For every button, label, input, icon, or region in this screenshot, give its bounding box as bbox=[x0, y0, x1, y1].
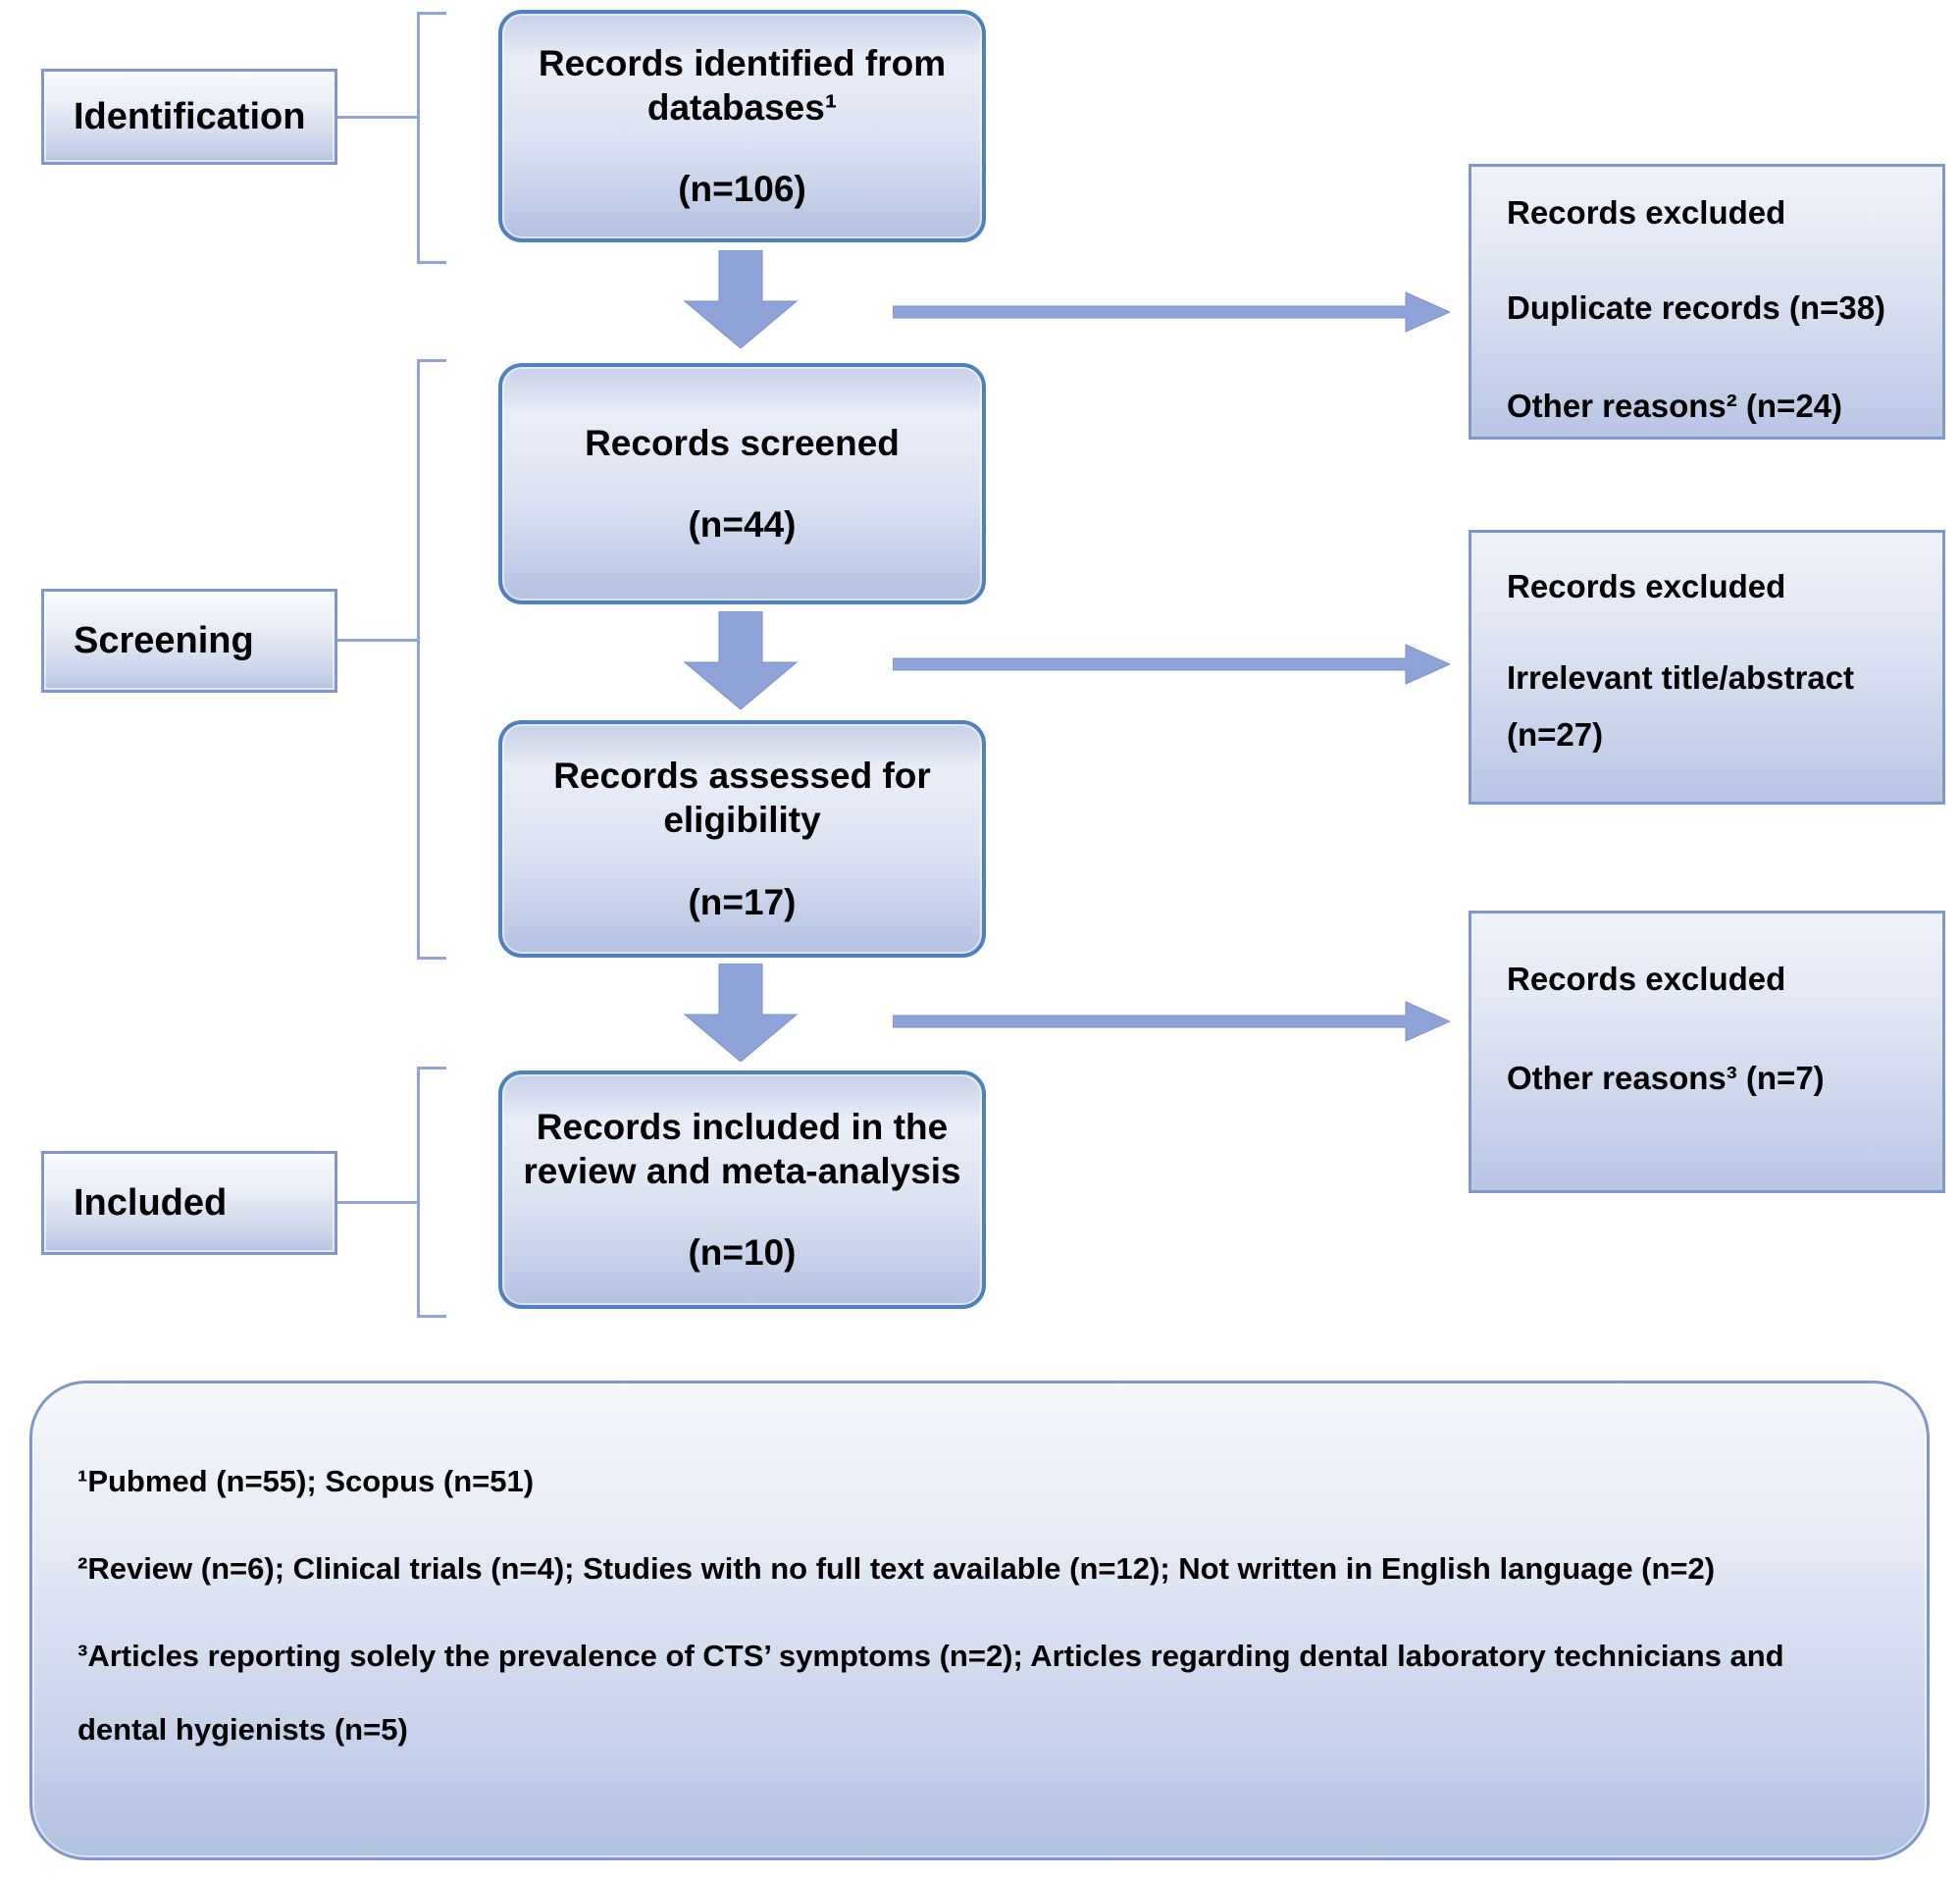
box-count: (n=17) bbox=[688, 881, 797, 922]
bracket-stub bbox=[420, 359, 446, 362]
exclusion-header: Records excluded bbox=[1507, 194, 1786, 231]
stage-label-text: Screening bbox=[74, 619, 254, 661]
exclusion-line: Irrelevant title/abstract bbox=[1507, 659, 1854, 697]
box-title: Records included in the review and meta-… bbox=[523, 1106, 961, 1191]
exclusion-header: Records excluded bbox=[1507, 961, 1786, 997]
right-arrow-icon bbox=[892, 643, 1452, 686]
down-arrow-icon bbox=[682, 610, 799, 710]
box-title: Records identified from databases¹ bbox=[538, 42, 947, 128]
box-title: Records screened bbox=[585, 422, 900, 463]
bracket-stub bbox=[420, 1067, 446, 1070]
right-arrow-icon bbox=[892, 1000, 1452, 1043]
exclusion-line: (n=27) bbox=[1507, 715, 1604, 753]
exclusion-line: Other reasons² (n=24) bbox=[1507, 387, 1843, 424]
bracket-stub bbox=[420, 12, 446, 15]
connector-line bbox=[337, 116, 419, 119]
footnote-1: ¹Pubmed (n=55); Scopus (n=51) bbox=[77, 1464, 535, 1498]
bracket-stub bbox=[420, 957, 446, 960]
box-title: Records assessed for eligibility bbox=[553, 756, 931, 841]
exclusion-box-other: Records excluded Other reasons³ (n=7) bbox=[1469, 911, 1945, 1193]
bracket-included bbox=[417, 1067, 446, 1318]
box-records-included: Records included in the review and meta-… bbox=[498, 1070, 986, 1309]
exclusion-line: Duplicate records (n=38) bbox=[1507, 289, 1886, 327]
stage-label-included: Included bbox=[41, 1151, 337, 1255]
stage-label-text: Included bbox=[74, 1181, 228, 1224]
bracket-stub bbox=[420, 261, 446, 264]
bracket-identification bbox=[417, 12, 446, 264]
box-records-screened: Records screened (n=44) bbox=[498, 363, 986, 604]
bracket-screening bbox=[417, 359, 446, 960]
box-count: (n=10) bbox=[688, 1232, 797, 1274]
box-records-assessed: Records assessed for eligibility (n=17) bbox=[498, 720, 986, 958]
right-arrow-icon bbox=[892, 290, 1452, 334]
connector-line bbox=[337, 639, 419, 642]
footnote-3: ³Articles reporting solely the prevalenc… bbox=[77, 1639, 1784, 1748]
exclusion-header: Records excluded bbox=[1507, 568, 1786, 604]
stage-label-screening: Screening bbox=[41, 589, 337, 693]
exclusion-box-irrelevant: Records excluded Irrelevant title/abstra… bbox=[1469, 530, 1945, 805]
footnote-2: ²Review (n=6); Clinical trials (n=4); St… bbox=[77, 1551, 1716, 1587]
footnotes-panel: ¹Pubmed (n=55); Scopus (n=51) ²Review (n… bbox=[29, 1381, 1930, 1860]
connector-line bbox=[337, 1201, 419, 1204]
bracket-stub bbox=[420, 1315, 446, 1318]
exclusion-box-duplicates: Records excluded Duplicate records (n=38… bbox=[1469, 164, 1945, 440]
stage-label-text: Identification bbox=[74, 95, 306, 137]
down-arrow-icon bbox=[682, 249, 799, 349]
exclusion-line: Other reasons³ (n=7) bbox=[1507, 1060, 1825, 1097]
stage-label-identification: Identification bbox=[41, 69, 337, 165]
box-count: (n=106) bbox=[678, 169, 806, 210]
down-arrow-icon bbox=[682, 963, 799, 1063]
box-count: (n=44) bbox=[688, 504, 797, 545]
box-records-identified: Records identified from databases¹ (n=10… bbox=[498, 10, 986, 242]
